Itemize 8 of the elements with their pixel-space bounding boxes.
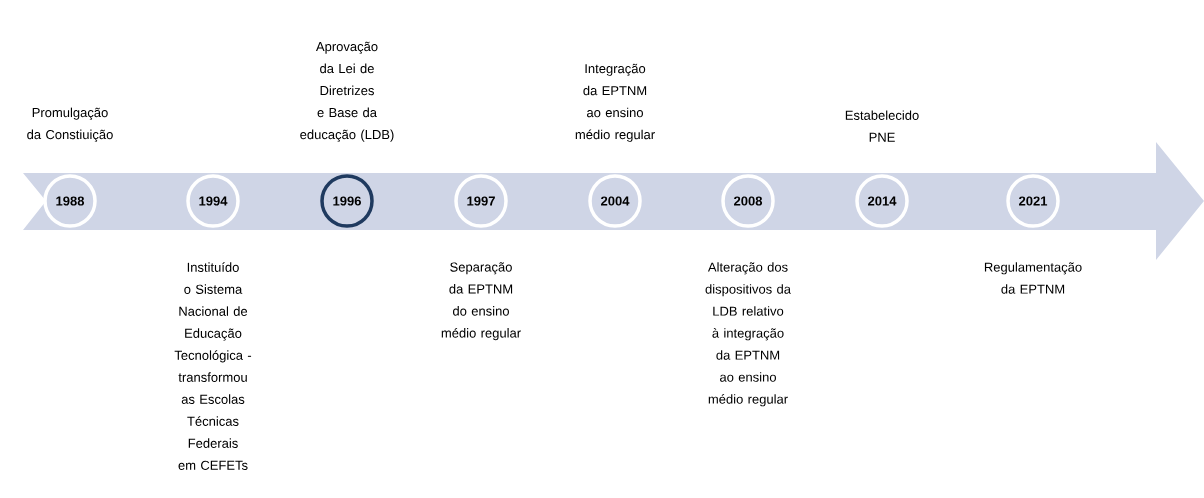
event-description: Separação da EPTNM do ensino médio regular xyxy=(441,262,521,341)
event-description: Promulgação da Constiuição xyxy=(27,107,113,142)
event-description: Aprovação da Lei de Diretrizes e Base da educação (LDB) xyxy=(300,41,394,142)
event-description: Estabelecido PNE xyxy=(845,110,919,142)
event-description: Alteração dos dispositivos da LDB relativo à integração da EPTNM ao ensino médio regular xyxy=(705,262,791,407)
event-description: Regulamentação da EPTNM xyxy=(984,262,1082,294)
event-description: Instituído o Sistema Nacional de Educação Tecnológica - transformou as Escolas Técnicas Federais em CEFETs xyxy=(174,262,252,470)
event-description: Integração da EPTNM ao ensino médio regular xyxy=(575,63,655,142)
